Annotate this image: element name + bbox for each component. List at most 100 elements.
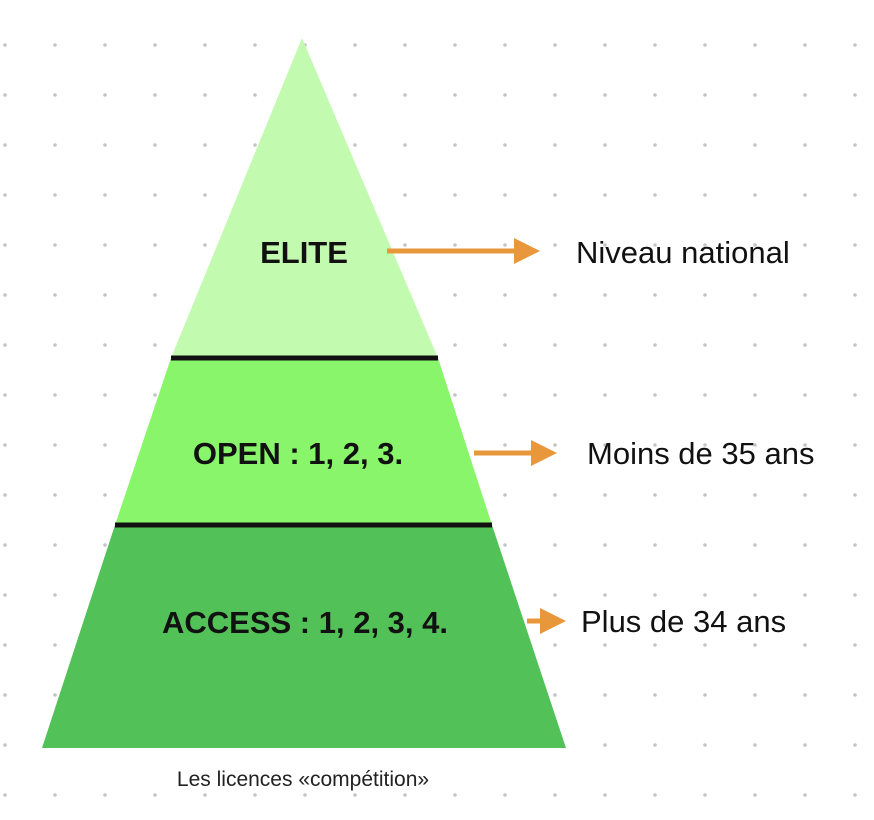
grid-dot (3, 43, 7, 47)
grid-dot (3, 343, 7, 347)
grid-dot (153, 193, 157, 197)
grid-dot (753, 243, 757, 247)
grid-dot (103, 93, 107, 97)
tier-open-shape (115, 358, 492, 525)
grid-dot (853, 593, 857, 597)
grid-dot (603, 793, 607, 797)
grid-dot (553, 593, 557, 597)
grid-dot (553, 393, 557, 397)
grid-dot (3, 193, 7, 197)
grid-dot (753, 643, 757, 647)
grid-dot (653, 393, 657, 397)
grid-dot (703, 743, 707, 747)
grid-dot (53, 793, 57, 797)
grid-dot (553, 793, 557, 797)
grid-dot (503, 93, 507, 97)
grid-dot (853, 793, 857, 797)
grid-dot (3, 493, 7, 497)
grid-dot (203, 93, 207, 97)
grid-dot (103, 493, 107, 497)
grid-dot (753, 393, 757, 397)
grid-dot (803, 693, 807, 697)
grid-dot (53, 543, 57, 547)
grid-dot (753, 443, 757, 447)
grid-dot (703, 493, 707, 497)
grid-dot (53, 493, 57, 497)
diagram-caption: Les licences «compétition» (177, 768, 429, 791)
grid-dot (153, 93, 157, 97)
grid-dot (553, 143, 557, 147)
grid-dot (253, 793, 257, 797)
grid-dot (603, 293, 607, 297)
grid-dot (503, 143, 507, 147)
grid-dot (653, 693, 657, 697)
grid-dot (103, 143, 107, 147)
grid-dot (453, 793, 457, 797)
grid-dot (553, 493, 557, 497)
grid-dot (653, 443, 657, 447)
grid-dot (503, 193, 507, 197)
grid-dot (703, 243, 707, 247)
grid-dot (3, 93, 7, 97)
grid-dot (653, 43, 657, 47)
grid-dot (803, 593, 807, 597)
grid-dot (803, 43, 807, 47)
grid-dot (803, 643, 807, 647)
grid-dot (803, 93, 807, 97)
grid-dot (603, 593, 607, 597)
grid-dot (753, 343, 757, 347)
grid-dot (653, 343, 657, 347)
grid-dot (453, 393, 457, 397)
grid-dot (203, 193, 207, 197)
grid-dot (703, 193, 707, 197)
grid-dot (253, 143, 257, 147)
grid-dot (153, 43, 157, 47)
tier-access-shape (42, 525, 566, 748)
grid-dot (153, 343, 157, 347)
grid-dot (753, 93, 757, 97)
grid-dot (353, 93, 357, 97)
grid-dot (703, 43, 707, 47)
grid-dot (53, 193, 57, 197)
tier-elite-shape (171, 38, 438, 358)
grid-dot (603, 743, 607, 747)
grid-dot (553, 293, 557, 297)
grid-dot (553, 93, 557, 97)
grid-dot (203, 143, 207, 147)
grid-dot (653, 593, 657, 597)
grid-dot (503, 43, 507, 47)
grid-dot (103, 193, 107, 197)
tier-open-label: OPEN : 1, 2, 3. (193, 436, 403, 471)
grid-dot (53, 693, 57, 697)
grid-dot (653, 143, 657, 147)
grid-dot (3, 443, 7, 447)
grid-dot (503, 443, 507, 447)
grid-dot (253, 93, 257, 97)
grid-dot (453, 193, 457, 197)
grid-dot (453, 343, 457, 347)
grid-dot (103, 793, 107, 797)
grid-dot (853, 693, 857, 697)
grid-dot (603, 443, 607, 447)
grid-dot (53, 443, 57, 447)
tier-elite-label: ELITE (260, 235, 348, 270)
grid-dot (853, 743, 857, 747)
grid-dot (453, 143, 457, 147)
grid-dot (153, 143, 157, 147)
grid-dot (853, 43, 857, 47)
grid-dot (853, 643, 857, 647)
grid-dot (753, 143, 757, 147)
grid-dot (53, 593, 57, 597)
grid-dot (553, 193, 557, 197)
grid-dot (653, 643, 657, 647)
grid-dot (703, 393, 707, 397)
grid-dot (703, 693, 707, 697)
grid-dot (603, 93, 607, 97)
grid-dot (703, 343, 707, 347)
grid-dot (653, 493, 657, 497)
grid-dot (3, 293, 7, 297)
grid-dot (153, 793, 157, 797)
grid-dot (653, 793, 657, 797)
grid-dot (503, 493, 507, 497)
grid-dot (153, 243, 157, 247)
